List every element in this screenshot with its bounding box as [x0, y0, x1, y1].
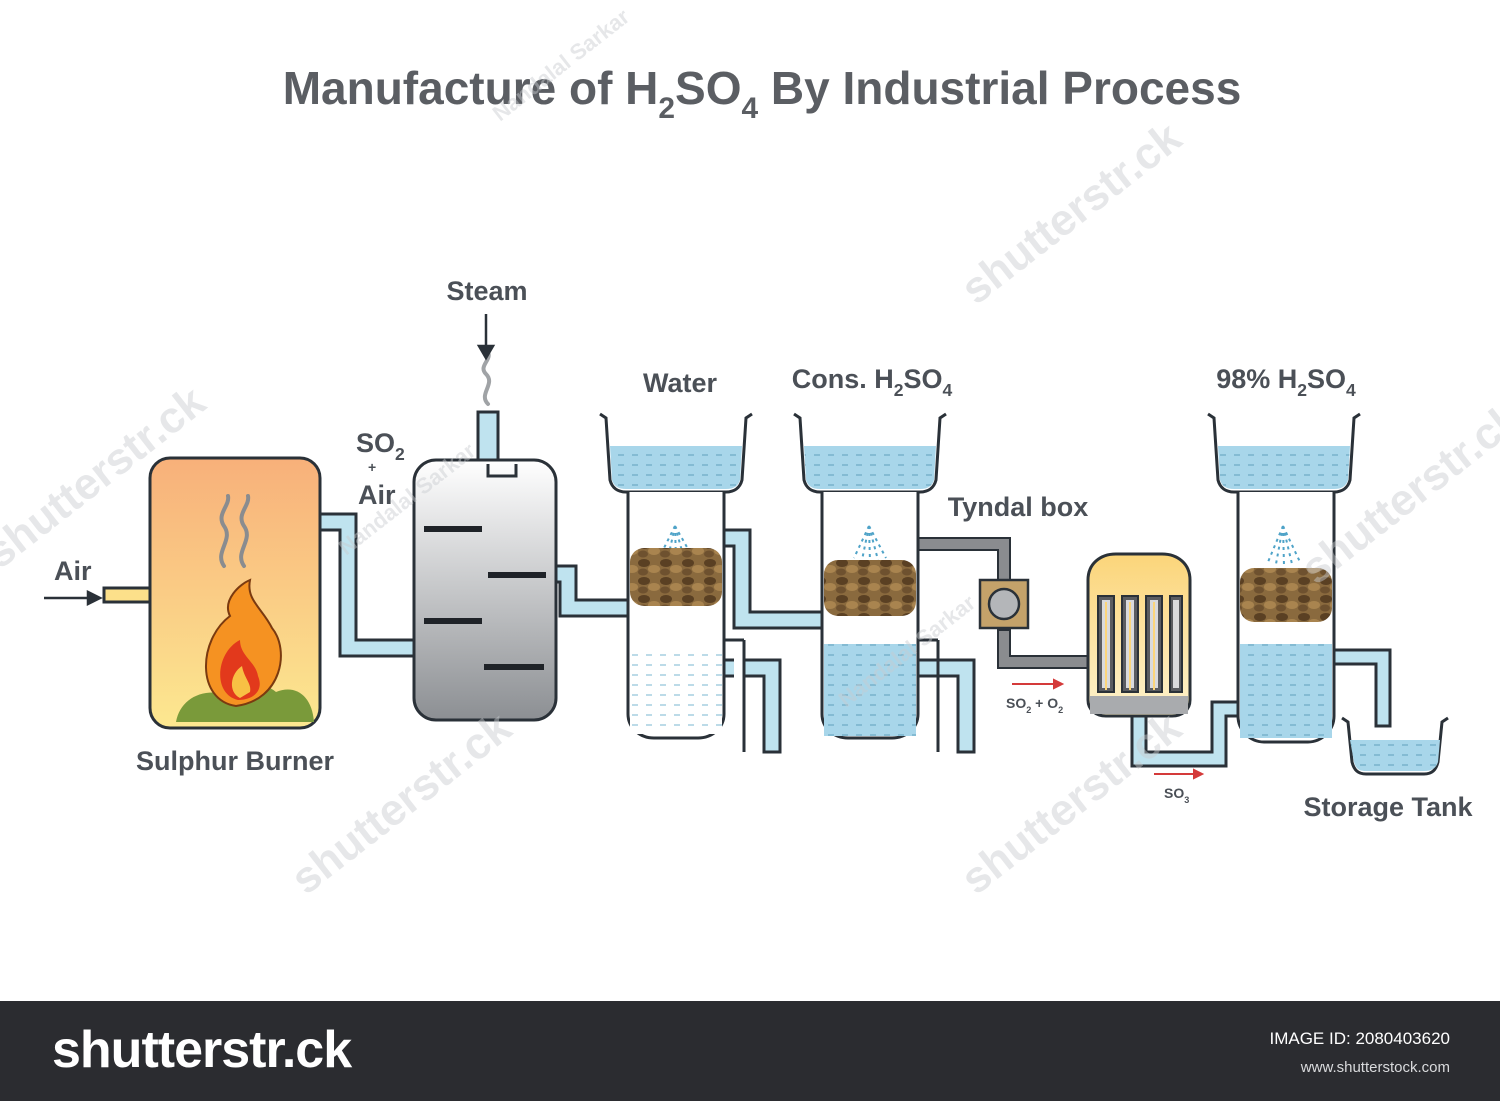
so2-label: SO2: [356, 428, 405, 464]
footer-bar: [0, 1001, 1500, 1101]
storage-tank-label: Storage Tank: [1303, 792, 1473, 822]
brand-logo: shutterstr.ck: [52, 1021, 352, 1079]
acid-98-label: 98% H2SO4: [1216, 364, 1356, 400]
svg-text:shutterstr.ck: shutterstr.ck: [282, 702, 521, 904]
packing-bed: [630, 548, 722, 606]
air-label: Air: [54, 556, 92, 586]
absorber1-drain-pipe: [722, 658, 782, 754]
air-mix-label: Air: [358, 480, 396, 510]
site-url: www.shutterstock.com: [1300, 1059, 1450, 1076]
pipe-absorber2-to-tyndal: [917, 537, 1011, 583]
steam-arrow-icon: [476, 314, 496, 361]
pipes: [102, 410, 1392, 768]
air-inlet-pipe: [102, 586, 154, 604]
packing-bed: [1240, 568, 1332, 622]
page-title: Manufacture of H2SO4 By Industrial Proce…: [283, 62, 1242, 125]
svg-text:shutterstr.ck: shutterstr.ck: [952, 112, 1191, 314]
so3-arrow-icon: [1154, 768, 1205, 780]
steam-column: [412, 458, 558, 722]
tyndal-box: [978, 578, 1030, 630]
pipe-column-to-absorber1: [553, 564, 632, 618]
steam-wisp-icon: [481, 350, 492, 406]
absorber-98-acid: [1207, 412, 1361, 744]
pipe-tyndal-to-converter: [997, 629, 1091, 669]
sulphur-burner: [148, 456, 322, 730]
absorber-cons-acid: [793, 412, 947, 740]
image-id: IMAGE ID: 2080403620: [1269, 1029, 1450, 1048]
packing-bed: [824, 560, 916, 616]
steam-inlet-pipe: [476, 410, 500, 466]
so3-label: SO3: [1164, 785, 1189, 805]
plus-label: +: [368, 459, 376, 475]
cons-acid-label: Cons. H2SO4: [792, 364, 953, 400]
smoke-icon: [219, 494, 251, 568]
so2-o2-arrow-icon: [1012, 678, 1065, 690]
absorber-water: [599, 412, 753, 740]
water-label: Water: [643, 368, 718, 398]
air-arrow-icon: [44, 589, 103, 607]
sulphur-burner-label: Sulphur Burner: [136, 746, 334, 776]
flame-icon: [205, 578, 282, 708]
absorber2-drain-pipe: [916, 658, 976, 754]
converter: [1086, 552, 1192, 718]
so2-o2-label: SO2 + O2: [1006, 695, 1063, 715]
absorber1-drain-pipe-2: [724, 640, 744, 752]
pipe-absorber1-to-absorber2: [722, 528, 828, 630]
pipe-to-storage: [1330, 648, 1392, 728]
tyndal-box-label: Tyndal box: [948, 492, 1089, 522]
steam-label: Steam: [446, 276, 527, 306]
storage-tank: [1341, 716, 1449, 776]
svg-text:shutterstr.ck: shutterstr.ck: [952, 702, 1191, 904]
